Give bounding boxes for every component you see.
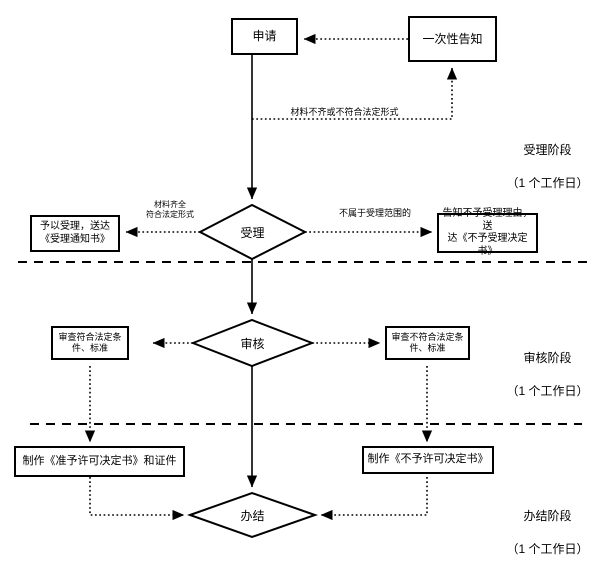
stage-label-review-duration: （1 个工作日） <box>506 383 589 398</box>
node-grant-doc[interactable]: 制作《准予许可决定书》和证件 <box>14 446 185 477</box>
node-accept-no-label: 告知不予受理理由，送 达《不予受理决定书》 <box>442 208 533 257</box>
node-deny-doc-label: 制作《不予许可决定书》 <box>367 453 489 466</box>
node-accept-decision[interactable]: 受理 <box>200 205 305 259</box>
edge-grant-to-finish <box>89 477 185 521</box>
stage-label-finish-name: 办结阶段 <box>523 509 572 524</box>
node-review-fail-label: 审查不符合法定条 件、标准 <box>391 331 464 353</box>
node-apply[interactable]: 申请 <box>231 18 298 55</box>
stage-label-acceptance: 受理阶段 （1 个工作日） <box>495 126 600 207</box>
edge-label-complete-materials: 材料齐全 符合法定形式 <box>146 200 194 219</box>
node-grant-doc-label: 制作《准予许可决定书》和证件 <box>22 454 177 467</box>
node-review-decision-label: 审核 <box>240 336 265 351</box>
node-accept-decision-label: 受理 <box>240 225 265 240</box>
stage-label-finish: 办结阶段 （1 个工作日） <box>495 492 600 573</box>
edge-label-out-of-scope: 不属于受理范围的 <box>338 208 411 219</box>
node-accept-yes[interactable]: 予以受理，送达 《受理通知书》 <box>30 215 120 252</box>
node-review-decision[interactable]: 审核 <box>193 320 312 366</box>
edge-deny-to-finish <box>320 477 428 521</box>
edge-label-incomplete-materials: 材料不齐或不符合法定形式 <box>290 107 399 118</box>
node-one-time-notice[interactable]: 一次性告知 <box>408 16 497 62</box>
node-deny-doc[interactable]: 制作《不予许可决定书》 <box>362 446 494 474</box>
node-review-pass-label: 审查符合法定条 件、标准 <box>58 331 122 353</box>
node-finish[interactable]: 办结 <box>190 493 315 537</box>
stage-label-acceptance-name: 受理阶段 <box>523 143 572 158</box>
node-accept-no[interactable]: 告知不予受理理由，送 达《不予受理决定书》 <box>437 208 538 257</box>
node-review-fail[interactable]: 审查不符合法定条 件、标准 <box>385 326 470 360</box>
node-accept-yes-label: 予以受理，送达 《受理通知书》 <box>40 221 110 245</box>
stage-label-review-name: 审核阶段 <box>523 351 572 366</box>
node-review-pass[interactable]: 审查符合法定条 件、标准 <box>51 326 129 360</box>
finish-diamond-shape <box>187 491 319 539</box>
stage-label-acceptance-duration: （1 个工作日） <box>506 175 589 190</box>
node-one-time-notice-label: 一次性告知 <box>422 31 483 46</box>
node-finish-label: 办结 <box>240 508 265 523</box>
node-apply-label: 申请 <box>252 29 277 43</box>
stage-label-finish-duration: （1 个工作日） <box>506 541 589 556</box>
stage-label-review: 审核阶段 （1 个工作日） <box>495 334 600 415</box>
